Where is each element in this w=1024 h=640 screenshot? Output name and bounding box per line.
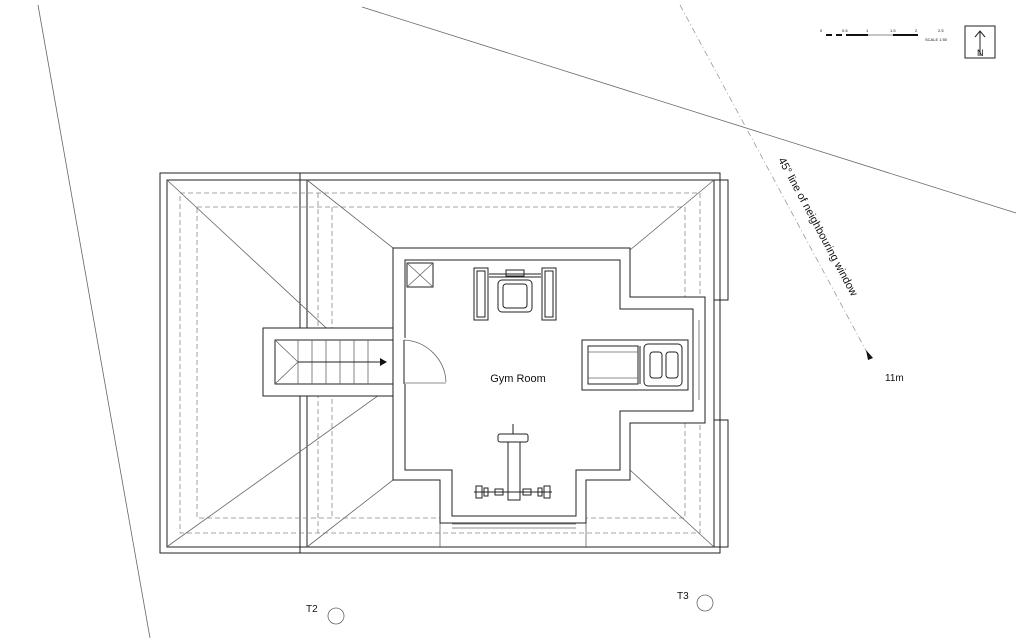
site-lines [37,4,1017,639]
tree-t2: T2 [306,604,345,625]
treadmill [581,339,689,391]
scale-tick: 2.5 [938,28,944,33]
north-arrow-icon: N [964,25,996,59]
multi-gym-machine [473,267,557,321]
scale-caption: SCALE 1:50 [925,37,948,42]
scale-tick: 1 [866,28,869,33]
tree-label: T2 [306,604,318,615]
scale-tick: 0 [820,28,823,33]
tree-icon [696,594,714,612]
staircase [262,327,394,397]
tree-t3: T3 [677,591,714,612]
scale-tick: 2 [915,28,918,33]
corner-cupboard [406,262,434,288]
north-label: N [977,48,984,58]
weight-bench [474,424,552,501]
scale-tick: 1.5 [890,28,896,33]
room-label: Gym Room [490,373,546,385]
arrow-head-icon [866,350,873,360]
distance-label: 11m [885,373,904,384]
tree-icon [327,607,345,625]
scale-tick: 0.5 [842,28,848,33]
sightline-label: 45° line of neighbouring window [775,156,859,299]
sightline-annotation: 45° line of neighbouring window [775,156,873,360]
scale-bar: 0 0.5 1 1.5 2 2.5 SCALE 1:50 [820,28,948,42]
door [403,339,447,384]
gym-room-walls [392,247,706,529]
tree-label: T3 [677,591,689,602]
